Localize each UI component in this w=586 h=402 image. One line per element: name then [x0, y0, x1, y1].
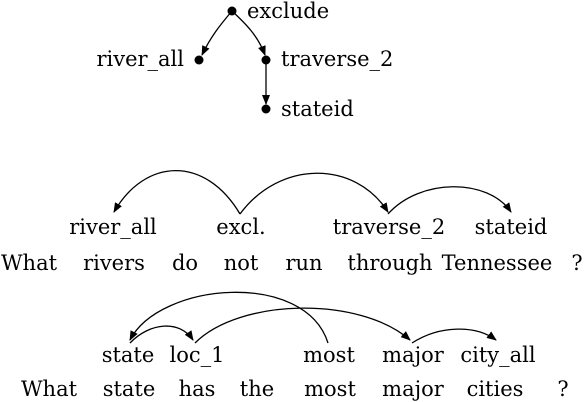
- node-grandchild-dot: [261, 104, 271, 114]
- node-right-dot: [261, 55, 271, 65]
- node-left-label: river_all: [96, 47, 184, 71]
- ex2-word: ?: [557, 377, 568, 401]
- ex2-label-loc1: loc_1: [170, 343, 225, 367]
- ex2-word: cities: [467, 377, 524, 401]
- ex2-word: has: [179, 377, 216, 401]
- ex1-label-excl: excl.: [216, 215, 265, 239]
- ex1-arc-excl-traverse: [239, 172, 389, 215]
- ex1-word: do: [172, 251, 198, 275]
- ex2-word: the: [240, 377, 274, 401]
- ex2-arc-major-city-all: [411, 328, 497, 344]
- ex1-word: What: [1, 251, 58, 275]
- ex2-word: most: [304, 377, 356, 401]
- example-2-alignment: state loc_1 most major city_all What sta…: [21, 291, 569, 401]
- ex2-word: What: [21, 377, 78, 401]
- ex2-arc-most-state: [129, 291, 329, 344]
- ex1-arc-excl-river-all: [113, 169, 241, 215]
- ex2-arc-state-loc1: [129, 325, 194, 344]
- node-root-dot: [227, 6, 237, 16]
- ex2-label-major: major: [382, 343, 445, 367]
- node-grandchild-label: stateid: [281, 97, 354, 121]
- ex2-arc-loc1-major: [194, 307, 411, 344]
- ex1-label-traverse: traverse_2: [333, 215, 445, 239]
- ex1-arc-traverse-stateid: [387, 186, 512, 215]
- tree-edge-exclude-river-all: [201, 10, 233, 56]
- ex1-label-stateid: stateid: [475, 215, 548, 239]
- ex1-word: Tennessee: [442, 251, 553, 275]
- node-root-label: exclude: [247, 0, 329, 23]
- logical-form-tree: exclude river_all traverse_2 stateid: [96, 0, 393, 121]
- ex2-word: state: [103, 377, 156, 401]
- ex1-label-river-all: river_all: [69, 215, 157, 239]
- node-right-label: traverse_2: [281, 47, 393, 71]
- ex1-word: through: [347, 251, 432, 275]
- ex1-word: run: [285, 251, 322, 275]
- tree-edge-exclude-traverse: [231, 10, 266, 56]
- ex1-word: rivers: [83, 251, 145, 275]
- ex2-word: major: [382, 377, 445, 401]
- node-left-dot: [194, 55, 204, 65]
- ex2-label-city-all: city_all: [460, 343, 536, 367]
- ex1-word: ?: [571, 251, 582, 275]
- ex2-label-state: state: [102, 343, 155, 367]
- ex2-label-most: most: [303, 343, 355, 367]
- example-1-alignment: river_all excl. traverse_2 stateid What …: [1, 169, 583, 275]
- ex1-word: not: [224, 251, 259, 275]
